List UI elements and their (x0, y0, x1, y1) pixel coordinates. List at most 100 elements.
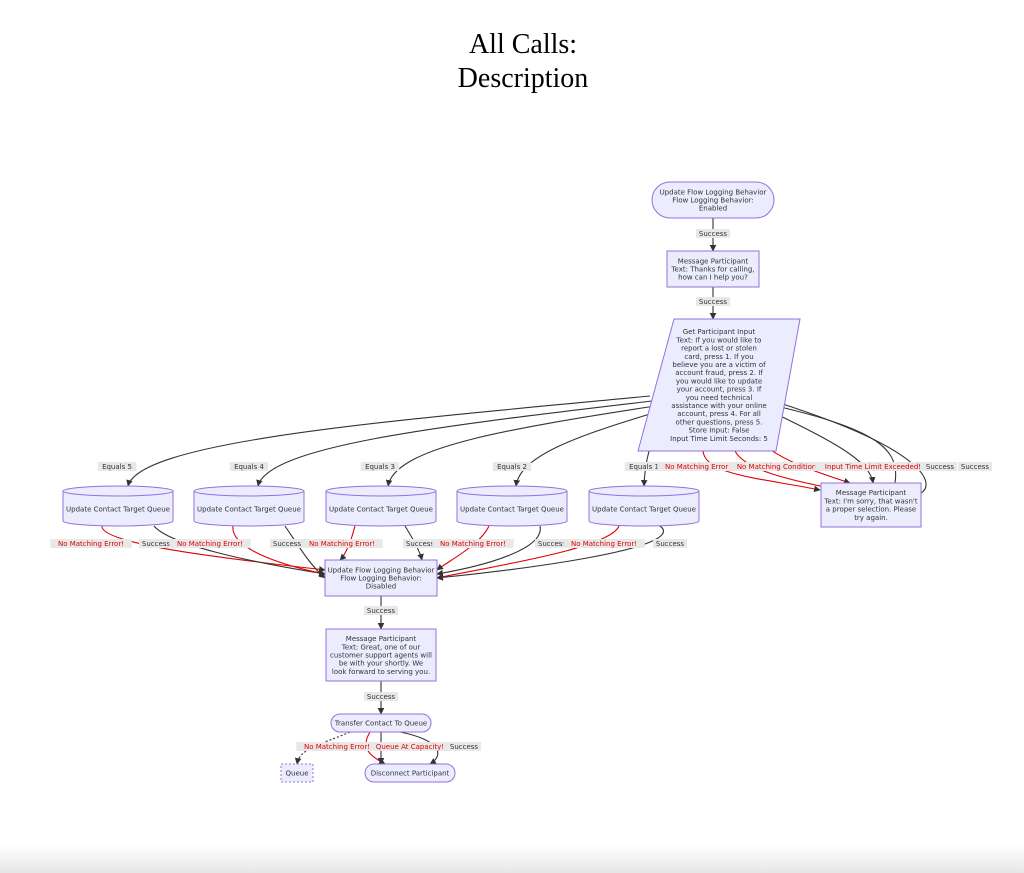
edge (771, 403, 897, 484)
node-text-line: Message Participant (836, 489, 907, 497)
node-text-line: Text: Thanks for calling, (670, 266, 754, 274)
error-edge (436, 525, 620, 581)
node-cylinder (62, 485, 174, 527)
edge-label-success: Success (402, 539, 438, 548)
edge (126, 395, 651, 487)
edge-label-success: Success (695, 297, 731, 306)
edge-label-text: Success (656, 540, 685, 548)
edge-label-text: Equals 3 (365, 463, 395, 471)
edge-label-bg (492, 462, 532, 471)
node-text-line: a proper selection. Please (826, 506, 916, 514)
edge-label-text: No Matching Error! (58, 540, 124, 548)
node-text-line: customer support agents will (330, 652, 432, 660)
node-text-line: Enabled (699, 205, 727, 213)
node-stadium (330, 713, 432, 733)
window-bottom-edge (0, 845, 1024, 873)
edge-label-bg (728, 462, 828, 471)
error-edge (232, 525, 326, 577)
edge-label-no-matching-error: No Matching Error! (301, 539, 383, 548)
node-text-line: Update Contact Target Queue (329, 506, 433, 514)
edge-label-bg (169, 539, 251, 548)
node-cylinder (193, 485, 305, 527)
edge-label-no-matching-error: No Matching Error! (50, 539, 132, 548)
edge (436, 525, 541, 577)
edge (513, 410, 661, 487)
node-stadium (364, 763, 456, 783)
node-stadium (651, 181, 775, 219)
edge-label-text: Success (926, 463, 955, 471)
error-edge (734, 450, 831, 491)
node-text-line: Disabled (366, 583, 396, 591)
node-rect (324, 559, 438, 597)
edge-label-success: Success (695, 229, 731, 238)
node-cylinder (456, 485, 568, 527)
edge-label-bg (269, 539, 305, 548)
edge-label-text: No Matching Error! (571, 540, 637, 548)
edge (153, 525, 326, 577)
edge-label-equals5: Equals 5 (97, 462, 137, 471)
edge-label-bg (563, 539, 645, 548)
edge-label-no-matching-error: No Matching Error! (169, 539, 251, 548)
node-text-line: Flow Logging Behavior: (672, 197, 754, 205)
node-text-line: how can I help you? (678, 274, 748, 282)
edge-label-bg (534, 539, 570, 548)
node-text-line: Update Flow Logging Behavior (328, 566, 435, 574)
edge-label-equals1: Equals 1 (624, 462, 664, 471)
edge-label-no-matching-error: No Matching Error! (563, 539, 645, 548)
edge-label-bg (138, 539, 174, 548)
edge (256, 400, 653, 487)
node-queue3: Update Contact Target Queue (325, 485, 437, 527)
node-queue5: Update Contact Target Queue (62, 485, 174, 527)
edge-label-success: Success (446, 742, 482, 751)
node-parallelogram (637, 318, 801, 452)
edge-label-bg (402, 539, 438, 548)
edge-label-success: Success (922, 462, 958, 471)
edge-label-text: Queue At Capacity! (376, 743, 444, 751)
page-title-line1: All Calls: (468, 29, 578, 60)
node-text-line: Update Contact Target Queue (592, 506, 696, 514)
edge (385, 405, 656, 487)
edge-label-bg (363, 606, 399, 615)
edge-label-text: No Matching Error! (665, 463, 731, 471)
edge-label-no-matching-error: No Matching Error! (296, 742, 378, 751)
node-queue1: Update Contact Target Queue (588, 485, 700, 527)
edge-label-text: Success (961, 463, 990, 471)
error-edge (702, 450, 821, 493)
edge-label-bg (815, 462, 931, 471)
node-text-line: Get Participant Input (683, 328, 756, 336)
edge-label-text: Equals 1 (629, 463, 659, 471)
edge-label-text: Equals 2 (497, 463, 527, 471)
node-text-line: Transfer Contact To Queue (334, 720, 427, 728)
edge-label-text: Success (367, 607, 396, 615)
node-queue2: Update Contact Target Queue (456, 485, 568, 527)
edge-label-bg (695, 229, 731, 238)
node-cylinder (325, 485, 437, 527)
edge-label-bg (695, 297, 731, 306)
nodes-layer: Update Flow Logging Behavior Flow Logging… (62, 181, 922, 783)
node-text-line: you need technical (686, 394, 753, 402)
error-edge (339, 525, 356, 561)
error-edge (436, 525, 490, 571)
node-queue4: Update Contact Target Queue (193, 485, 305, 527)
edge (767, 409, 876, 484)
edge-label-success: Success (363, 606, 399, 615)
edge-label-success: Success (957, 462, 993, 471)
edge-label-text: Success (450, 743, 479, 751)
edge-label-text: Success (406, 540, 435, 548)
node-dashed-rect (280, 763, 314, 783)
edge-label-bg (50, 539, 132, 548)
edge-label-bg (360, 462, 400, 471)
node-text-line: Store Input: False (688, 427, 749, 435)
edge-label-success: Success (652, 539, 688, 548)
node-text-line: your account, press 3. If (677, 386, 762, 394)
edge-label-bg (369, 742, 451, 751)
node-text-line: Message Participant (346, 635, 417, 643)
edge-label-bg (657, 462, 739, 471)
edge-label-text: Equals 4 (234, 463, 264, 471)
edge-label-text: Success (699, 230, 728, 238)
edge-label-success: Success (138, 539, 174, 548)
edge-label-no-matching-condition: No Matching Condition! (728, 462, 828, 471)
